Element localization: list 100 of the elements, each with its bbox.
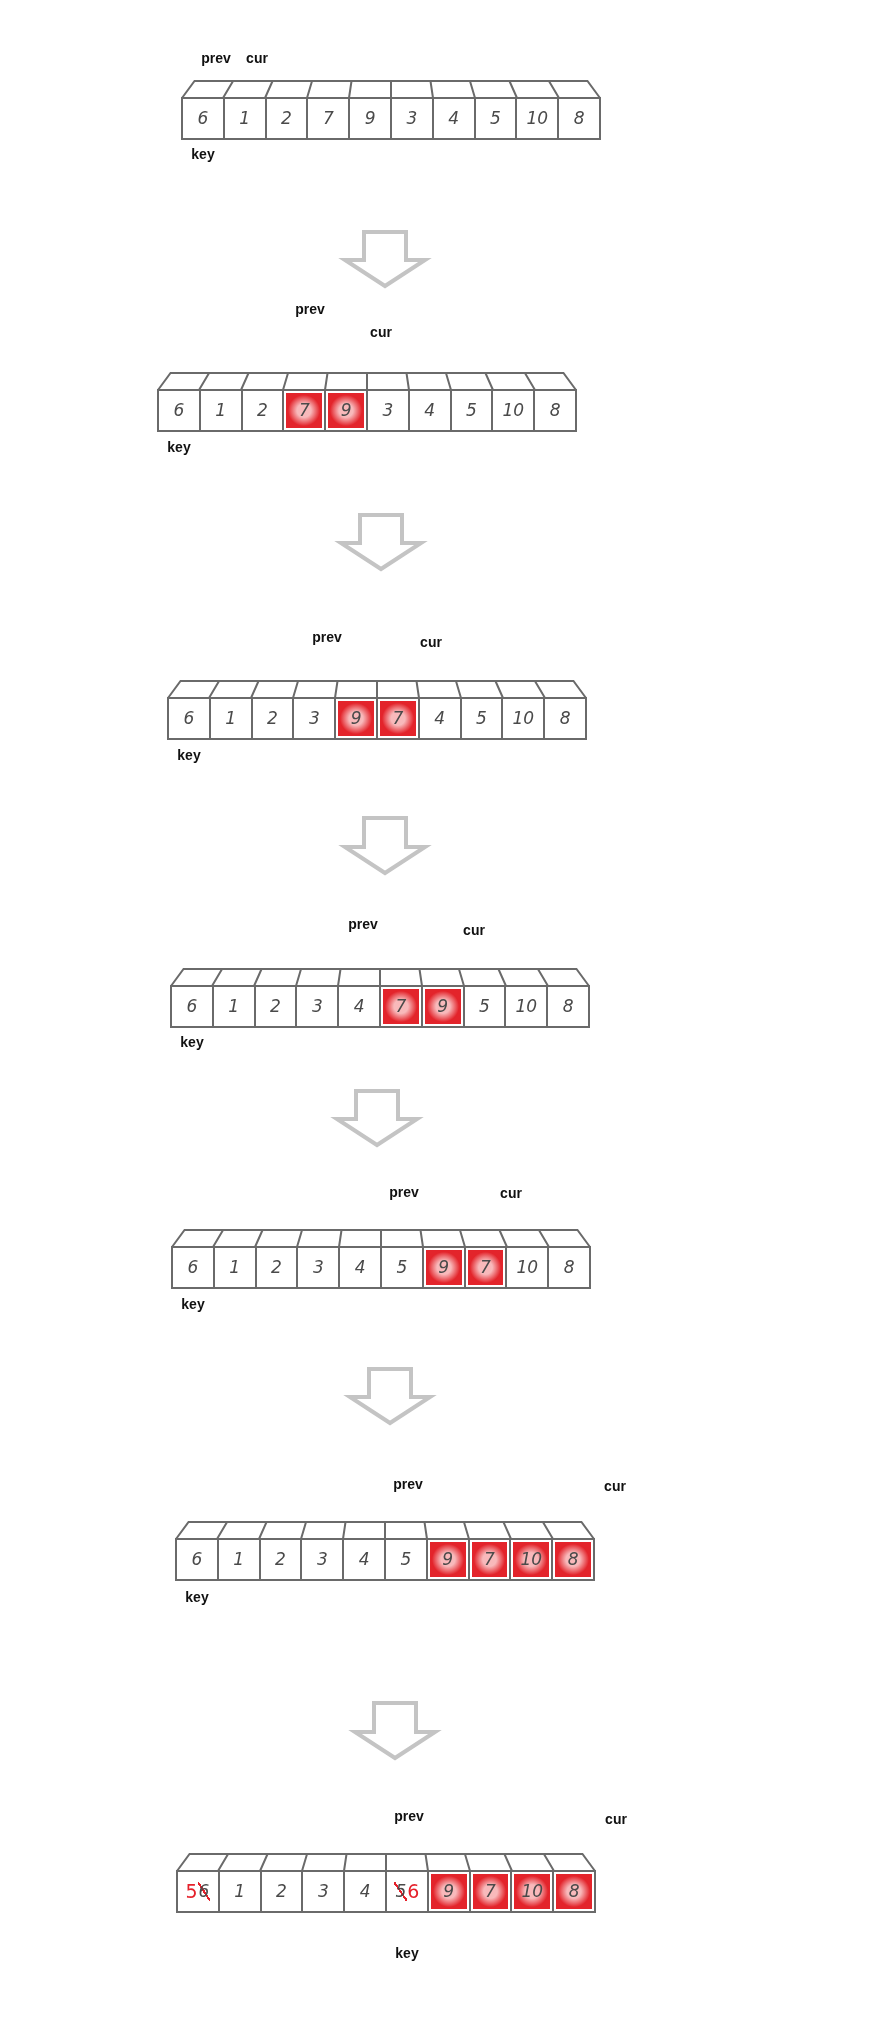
corrected-value: 5 — [185, 1882, 198, 1901]
cell-value: 10 — [516, 1259, 539, 1276]
pointer-label: prev — [348, 917, 378, 931]
cell-value: 2 — [271, 1259, 282, 1276]
highlighted-cell — [379, 987, 421, 1026]
array-strip — [181, 80, 601, 140]
cell-value: 9 — [340, 402, 352, 419]
cell-value: 2 — [267, 710, 278, 727]
pointer-label: cur — [370, 325, 392, 339]
pointer-label: key — [177, 748, 201, 762]
block-arrow — [330, 1089, 424, 1148]
cell-value: 5 — [396, 1259, 408, 1276]
cell-value: 10 — [512, 710, 535, 727]
cell-value: 4 — [448, 110, 460, 127]
cell-value: 1 — [228, 998, 240, 1015]
cell-value: 7 — [392, 710, 404, 727]
pointer-label: cur — [604, 1479, 626, 1493]
cell-value: 4 — [424, 402, 436, 419]
cell-value: 9 — [438, 1259, 450, 1276]
highlighted-cell — [421, 1248, 464, 1287]
array-strip — [170, 968, 590, 1028]
highlighted-cell — [425, 1540, 468, 1579]
cell-value: 3 — [406, 110, 418, 127]
highlighted-cell — [468, 1872, 511, 1911]
cell-value: 6 — [173, 402, 185, 419]
cell-value: 2 — [276, 1883, 287, 1900]
cell-value: 1 — [215, 402, 227, 419]
cell-value: 4 — [358, 1551, 370, 1568]
block-arrow — [338, 230, 432, 289]
pointer-label: cur — [420, 635, 442, 649]
corrected-value: 6 — [407, 1882, 420, 1901]
cell-value: 3 — [308, 710, 320, 727]
highlighted-cell — [282, 391, 325, 430]
pointer-label: key — [395, 1946, 419, 1960]
cell-value: 10 — [520, 1551, 543, 1568]
highlighted-cell — [551, 1540, 593, 1579]
cell-value: 8 — [563, 1259, 575, 1276]
cell-value: 6 — [197, 110, 209, 127]
cell-value: 6 — [191, 1551, 203, 1568]
cell-value: 2 — [257, 402, 268, 419]
cell-value: 10 — [521, 1883, 544, 1900]
array-strip — [175, 1521, 595, 1581]
block-arrow — [348, 1701, 442, 1761]
highlighted-cell — [324, 391, 366, 430]
highlighted-cell — [552, 1872, 594, 1911]
cell-value: 3 — [316, 1551, 328, 1568]
pointer-label: prev — [201, 51, 231, 65]
pointer-label: key — [185, 1590, 209, 1604]
cell-value: 9 — [437, 998, 449, 1015]
cell-value: 1 — [239, 110, 251, 127]
block-arrow — [343, 1367, 437, 1426]
cell-value: 3 — [311, 998, 323, 1015]
cell-value: 9 — [442, 1551, 454, 1568]
cell-value: 4 — [354, 1259, 366, 1276]
cell-value: 1 — [234, 1883, 246, 1900]
highlighted-cell — [376, 699, 418, 738]
cell-value: 2 — [275, 1551, 286, 1568]
cell-value: 10 — [502, 402, 525, 419]
pointer-label: key — [181, 1297, 205, 1311]
cell-value: 2 — [270, 998, 281, 1015]
cell-value: 10 — [526, 110, 549, 127]
cell-value: 1 — [225, 710, 237, 727]
cell-value: 10 — [515, 998, 538, 1015]
pointer-label: prev — [394, 1809, 424, 1823]
cell-value: 6 — [186, 998, 198, 1015]
cell-value: 7 — [298, 402, 310, 419]
pointer-label: prev — [393, 1477, 423, 1491]
pointer-label: cur — [246, 51, 268, 65]
cell-value: 3 — [312, 1259, 324, 1276]
cell-value: 8 — [567, 1551, 579, 1568]
cell-value: 4 — [359, 1883, 371, 1900]
pointer-label: cur — [463, 923, 485, 937]
highlighted-cell — [510, 1872, 553, 1911]
highlighted-cell — [334, 699, 376, 738]
cell-value: 9 — [364, 110, 376, 127]
pointer-label: key — [180, 1035, 204, 1049]
cell-value: 1 — [229, 1259, 241, 1276]
cell-value: 5 — [479, 998, 490, 1015]
pointer-label: prev — [295, 302, 325, 316]
cell-value: 7 — [480, 1259, 491, 1276]
highlighted-cell — [463, 1248, 506, 1287]
cell-value: 6 — [183, 710, 195, 727]
array-strip — [171, 1229, 591, 1289]
cell-value: 5 — [476, 710, 487, 727]
cell-value: 6 — [187, 1259, 199, 1276]
cell-value: 3 — [317, 1883, 329, 1900]
cell-value: 4 — [434, 710, 446, 727]
cell-value: 8 — [562, 998, 574, 1015]
array-strip — [167, 680, 587, 740]
pointer-label: key — [167, 440, 191, 454]
cell-value: 5 — [400, 1551, 412, 1568]
cell-value: 4 — [353, 998, 365, 1015]
highlighted-cell — [426, 1872, 469, 1911]
highlighted-cell — [467, 1540, 510, 1579]
cell-value: 7 — [484, 1551, 495, 1568]
block-arrow — [334, 513, 428, 572]
pointer-label: prev — [389, 1185, 419, 1199]
cell-value: 7 — [395, 998, 407, 1015]
pointer-label: cur — [605, 1812, 627, 1826]
cell-value: 2 — [281, 110, 292, 127]
